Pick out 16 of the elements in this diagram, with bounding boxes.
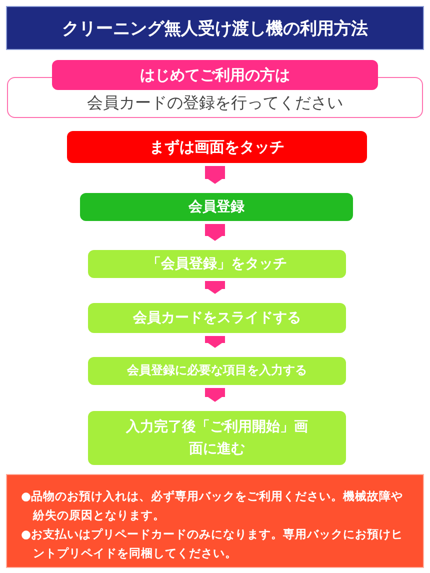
arrow: [205, 388, 225, 402]
arrow: [205, 166, 225, 184]
heading-tab: はじめてご利用の方は: [52, 60, 378, 90]
step-box: 会員登録に必要な項目を入力する: [88, 357, 346, 385]
arrow: [205, 224, 225, 241]
arrow: [205, 336, 225, 348]
step-box: 会員登録: [80, 193, 353, 221]
step-box: まずは画面をタッチ: [67, 131, 367, 163]
note-text: ●お支払いはプリペードカードのみになります。専用バックにお預けヒントプリペイドを同梱してください。: [21, 526, 404, 562]
notes-box: [6, 474, 424, 568]
step-box: 入力完了後「ご利用開始」画面に進む: [88, 411, 346, 465]
arrow: [205, 281, 225, 294]
step-box: 会員カードをスライドする: [88, 303, 346, 333]
step-box: 「会員登録」をタッチ: [88, 250, 346, 278]
note-text: ●品物のお預け入れは、必ず専用バックをご利用ください。機械故障や紛失の原因となります。: [21, 488, 404, 524]
title-banner: クリーニング無人受け渡し機の利用方法: [6, 6, 424, 50]
